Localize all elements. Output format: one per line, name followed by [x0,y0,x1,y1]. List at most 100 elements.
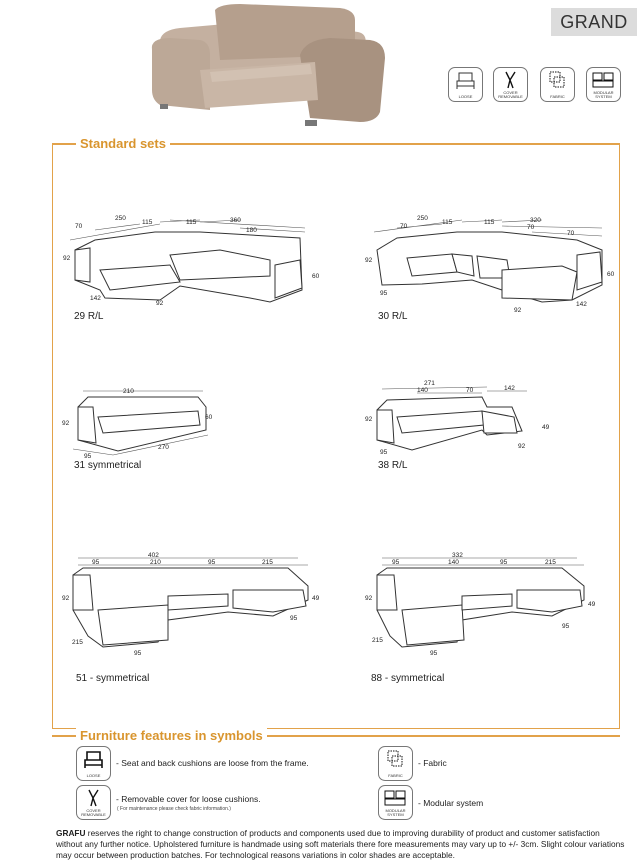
dim-label: 140 [417,387,428,394]
dim-label: 95 [380,290,388,297]
fabric-symbol: FABRIC [540,67,575,102]
dim-label: 95 [92,559,100,566]
dim-label: 215 [545,559,556,566]
standard-sets-title: Standard sets [76,136,170,151]
frame-top-right-line [165,143,620,145]
dim-label: 95 [208,559,216,566]
dim-label: 95 [392,559,400,566]
loose-cushions-icon [456,72,475,89]
dim-label: 70 [466,387,474,394]
dim-label: 115 [142,219,153,226]
dim-label: 142 [504,385,515,392]
feature-cover-text: - Removable cover for loose cushions. [116,794,261,804]
dim-label: 92 [156,300,164,307]
dim-label: 95 [290,615,298,622]
feature-modular-symbol: MODULAR SYSTEM [378,785,413,820]
modular-system-icon [592,72,614,88]
dim-label: 92 [365,595,373,602]
dim-label: 92 [62,420,70,427]
dim-label: 250 [417,215,428,222]
features-title: Furniture features in symbols [76,728,267,743]
removable-cover-icon [88,789,99,807]
dim-label: 60 [607,271,615,278]
fabric-icon [387,750,403,767]
features-frame-line-left [52,735,76,737]
sofa-photo [151,4,385,126]
dim-label: 210 [123,388,134,395]
set-label: 31 symmetrical [74,460,142,471]
dim-label: 60 [312,273,320,280]
dim-label: 215 [262,559,273,566]
dim-label: 95 [430,650,438,657]
dim-label: 215 [372,637,383,644]
dim-label: 115 [186,219,197,226]
dim-label: 320 [530,217,541,224]
feature-loose-symbol: LOOSE [76,746,111,781]
dim-label: 49 [542,424,550,431]
set-label: 38 R/L [378,460,408,471]
dim-label: 95 [500,559,508,566]
dim-label: 92 [365,416,373,423]
set-38-drawing: 271 140 70 142 92 49 95 92 [365,380,550,456]
set-29-drawing: 250 70 115 115 360 180 92 60 142 92 [63,215,320,307]
dim-label: 60 [205,414,213,421]
dim-label: 92 [514,307,522,314]
feature-fabric-symbol: FABRIC [378,746,413,781]
dim-label: 142 [576,301,587,308]
feature-loose-text: - Seat and back cushions are loose from … [116,758,309,768]
loose-cushions-symbol: LOOSE [448,67,483,102]
feature-cover-symbol: COVER REMOVABLE [76,785,111,820]
dim-label: 95 [134,650,142,657]
loose-cushions-icon [84,751,103,768]
dim-label: 95 [562,623,570,630]
frame-top-left-line [52,143,82,145]
feature-modular-text: - Modular system [418,798,484,808]
dim-label: 250 [115,215,126,222]
dim-label: 142 [90,295,101,302]
brand-label: GRAND [551,8,637,36]
modular-system-icon [384,790,406,806]
set-label: 51 - symmetrical [76,673,150,684]
dim-label: 332 [452,552,463,559]
fabric-icon [549,71,565,88]
feature-fabric-text: - Fabric [418,758,447,768]
features-frame-line-right [262,735,620,737]
dim-label: 49 [588,601,596,608]
standard-sets-frame [52,143,620,729]
dim-label: 70 [567,230,575,237]
dim-label: 115 [484,219,495,226]
removable-cover-symbol: COVER REMOVABLE [493,67,528,102]
dim-label: 402 [148,552,159,559]
dim-label: 95 [380,449,388,456]
dim-label: 95 [84,453,92,460]
removable-cover-icon [505,71,516,89]
footer-brand: GRAFU [56,828,86,838]
modular-system-symbol: MODULAR SYSTEM [586,67,621,102]
footer-text: reserves the right to change constructio… [56,828,625,860]
dim-label: 70 [527,224,535,231]
footer-disclaimer: GRAFU reserves the right to change const… [56,828,626,861]
set-51-drawing: 402 95 210 95 215 92 49 95 215 95 [62,552,320,657]
dim-label: 49 [312,595,320,602]
dim-label: 180 [246,227,257,234]
dim-label: 70 [400,223,408,230]
dim-label: 210 [150,559,161,566]
set-30-drawing: 250 70 115 115 320 70 70 92 60 95 92 142 [365,215,615,314]
feature-cover-subtext: ( For maintenance please check fabric in… [117,806,231,812]
set-31-drawing: 210 92 60 270 95 [62,388,213,460]
dim-label: 360 [230,217,241,224]
dim-label: 140 [448,559,459,566]
dim-label: 270 [158,444,169,451]
dim-label: 92 [63,255,71,262]
set-label: 88 - symmetrical [371,673,445,684]
dim-label: 92 [518,443,526,450]
dim-label: 115 [442,219,453,226]
dim-label: 70 [75,223,83,230]
dim-label: 215 [72,639,83,646]
dim-label: 92 [62,595,70,602]
dim-label: 271 [424,380,435,387]
set-label: 29 R/L [74,311,104,322]
set-label: 30 R/L [378,311,408,322]
set-88-drawing: 332 95 140 95 215 92 49 95 215 95 [365,552,596,657]
dim-label: 92 [365,257,373,264]
